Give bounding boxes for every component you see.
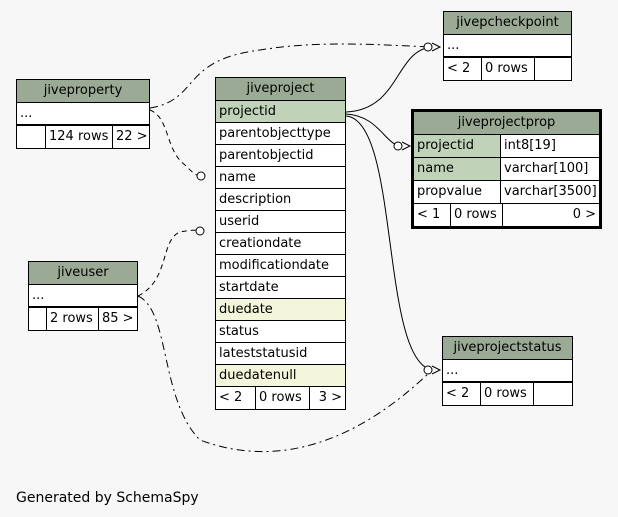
rel-jiveuser-jiveprojectstatus: [137, 295, 433, 452]
column-type: varchar[100]: [501, 158, 599, 180]
column-type: varchar[3500]: [504, 184, 597, 199]
table-header: jiveprojectstatus: [443, 337, 572, 360]
children-count: 85 >: [102, 311, 134, 326]
row-count: 2 rows: [47, 308, 99, 330]
table-jiveprojectprop[interactable]: jiveprojectprop projectid int8[19] name …: [411, 109, 602, 229]
column-row: duedate: [216, 299, 345, 321]
children-count: 3 >: [318, 390, 342, 405]
rel-projectid-jiveprojectstatus: [345, 115, 433, 371]
column-row: ...: [444, 35, 571, 57]
column-row: creationdate: [216, 233, 345, 255]
children-count: [535, 58, 571, 80]
rel-projectid-jivepcheckpoint: [345, 46, 433, 113]
table-header: jivepcheckpoint: [444, 12, 571, 35]
column-row: description: [216, 189, 345, 211]
parents-count: [29, 308, 47, 330]
table-footer: < 2 0 rows 3 >: [216, 387, 345, 409]
children-count: 22 >: [116, 129, 148, 144]
table-footer: 124 rows 22 >: [17, 125, 149, 148]
column-row: duedatenull: [216, 365, 345, 387]
crowfoot-marker: [423, 365, 433, 375]
column-row: parentobjecttype: [216, 123, 345, 145]
rel-jiveproperty-jivepcheckpoint: [149, 43, 433, 109]
column-row: projectid int8[19]: [414, 135, 599, 158]
parents-count: < 2: [444, 58, 482, 80]
parents-count: < 1: [414, 204, 451, 226]
column-row: modificationdate: [216, 255, 345, 277]
crowfoot-marker: [196, 171, 206, 181]
rel-jiveproperty-jiveproject-name: [149, 109, 205, 179]
crowfoot-marker: [393, 141, 403, 151]
column-name: projectid: [414, 135, 501, 157]
table-jiveuser[interactable]: jiveuser ... 2 rows 85 >: [28, 261, 138, 331]
row-count: 0 rows: [451, 204, 503, 226]
column-row: lateststatusid: [216, 343, 345, 365]
crowfoot-marker: [423, 42, 433, 52]
column-row: userid: [216, 211, 345, 233]
table-header: jiveuser: [29, 262, 137, 285]
generator-caption: Generated by SchemaSpy: [16, 490, 199, 506]
table-header: jiveproject: [216, 78, 345, 101]
column-row: ...: [17, 103, 149, 125]
column-row: name varchar[100]: [414, 158, 599, 181]
column-row: status: [216, 321, 345, 343]
crowfoot-marker: [195, 226, 205, 236]
children-count: [534, 383, 572, 405]
column-row: ...: [443, 360, 572, 382]
row-count: 0 rows: [256, 387, 310, 409]
rel-jiveuser-jiveproject-userid: [137, 229, 205, 297]
row-count: 0 rows: [482, 58, 535, 80]
column-row: ...: [29, 285, 137, 307]
column-type: int8[19]: [501, 135, 599, 157]
children-count: 0 >: [572, 207, 596, 222]
row-count: 0 rows: [481, 383, 534, 405]
column-row: startdate: [216, 277, 345, 299]
table-jiveprojectstatus[interactable]: jiveprojectstatus ... < 2 0 rows: [442, 336, 573, 406]
table-footer: < 2 0 rows: [443, 382, 572, 405]
table-header: jiveproperty: [17, 80, 149, 103]
table-jivepcheckpoint[interactable]: jivepcheckpoint ... < 2 0 rows: [443, 11, 572, 81]
column-row: projectid: [216, 101, 345, 123]
parents-count: < 2: [443, 383, 481, 405]
parents-count: [17, 126, 46, 148]
row-count: 124 rows: [46, 126, 113, 148]
table-footer: 2 rows 85 >: [29, 307, 137, 330]
table-footer: < 2 0 rows: [444, 57, 571, 80]
column-name: name: [414, 158, 501, 180]
column-row: parentobjectid: [216, 145, 345, 167]
column-row: propvalue varchar[3500]: [414, 181, 599, 204]
table-jiveproperty[interactable]: jiveproperty ... 124 rows 22 >: [16, 79, 150, 149]
table-header: jiveprojectprop: [414, 112, 599, 135]
column-row: name: [216, 167, 345, 189]
column-name: propvalue: [414, 181, 501, 203]
parents-count: < 2: [216, 387, 256, 409]
table-jiveproject[interactable]: jiveproject projectid parentobjecttype p…: [215, 77, 346, 410]
table-footer: < 1 0 rows 0 >: [414, 204, 599, 226]
